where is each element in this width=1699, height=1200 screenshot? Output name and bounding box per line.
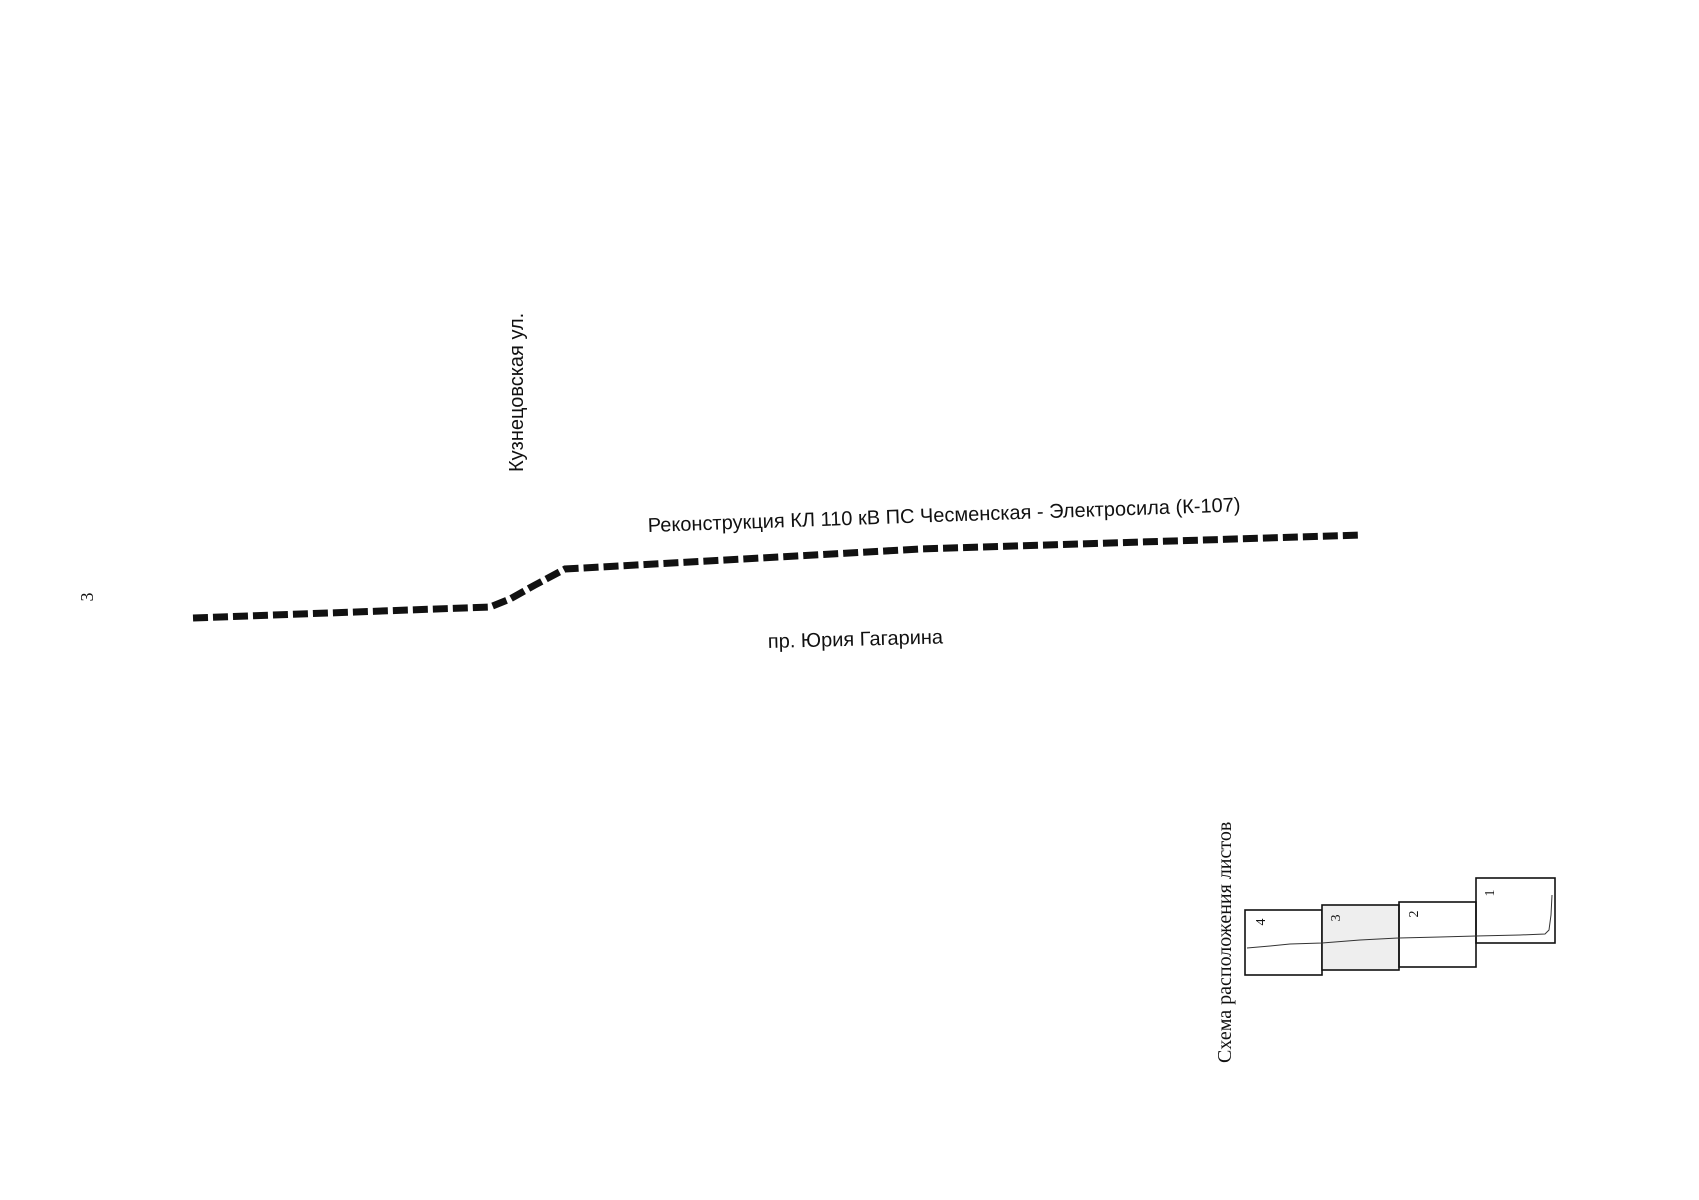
sheet-box-1 bbox=[1475, 877, 1556, 944]
cable-route-line bbox=[192, 531, 1363, 622]
sheet-layout-scheme: 4 3 2 1 bbox=[1244, 877, 1556, 976]
sheet-box-label-1: 1 bbox=[1483, 890, 1498, 897]
street-label-kuznetsovskaya: Кузнецовская ул. bbox=[506, 313, 528, 472]
sheet-box-label-2: 2 bbox=[1407, 911, 1422, 918]
sheet-number: 3 bbox=[77, 593, 97, 602]
sheet-route-trace bbox=[1246, 894, 1553, 949]
street-label-gagarin: пр. Юрия Гагарина bbox=[768, 626, 945, 653]
sheet-box-label-3: 3 bbox=[1329, 915, 1344, 922]
sheet-box-3 bbox=[1321, 904, 1400, 971]
cable-line-label: Реконструкция КЛ 110 кВ ПС Чесменская - … bbox=[647, 494, 1240, 537]
sheet-layout-title: Схема расположения листов bbox=[1214, 822, 1236, 1063]
sheet-box-label-4: 4 bbox=[1254, 919, 1269, 926]
